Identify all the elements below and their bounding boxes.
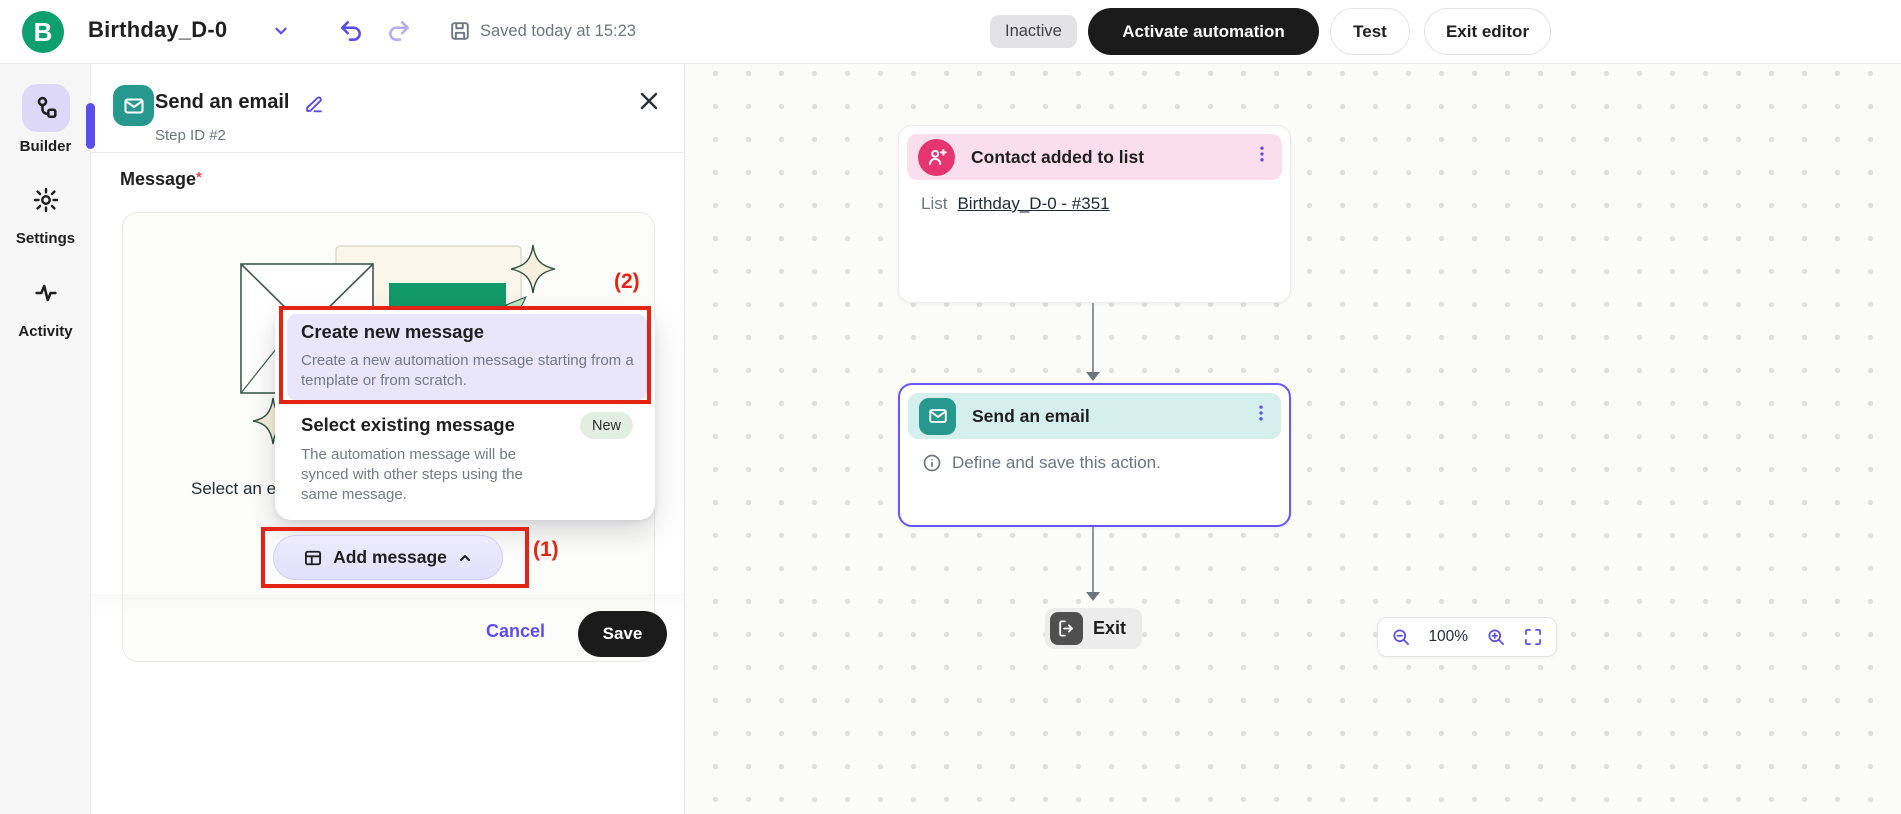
node-contact-added-to-list[interactable]: Contact added to list List Birthday_D-0 … xyxy=(898,125,1291,303)
node-exit[interactable]: Exit xyxy=(1045,608,1142,649)
test-button[interactable]: Test xyxy=(1330,8,1410,55)
menu-item-title: Create new message xyxy=(301,321,485,342)
menu-item-description: Create a new automation message starting… xyxy=(301,352,634,389)
left-nav-rail: Builder Settings Activity xyxy=(0,64,91,814)
zoom-in-icon[interactable] xyxy=(1486,627,1506,647)
workflow-canvas[interactable]: Contact added to list List Birthday_D-0 … xyxy=(685,64,1901,814)
node-header: Send an email xyxy=(908,393,1281,439)
sidebar-item-activity[interactable]: Activity xyxy=(0,269,91,340)
exit-editor-button[interactable]: Exit editor xyxy=(1424,8,1551,55)
step-config-panel: Send an email Step ID #2 Message* Select… xyxy=(91,64,685,814)
fullscreen-icon[interactable] xyxy=(1523,627,1543,647)
connector-arrowhead xyxy=(1086,372,1100,381)
zoom-level: 100% xyxy=(1428,628,1469,645)
logo-letter: B xyxy=(33,16,53,47)
node-hint-text: Define and save this action. xyxy=(952,453,1161,472)
sidebar-item-builder[interactable]: Builder xyxy=(0,84,91,155)
close-icon[interactable] xyxy=(636,88,662,114)
sidebar-item-label: Builder xyxy=(19,138,72,155)
redo-icon[interactable] xyxy=(386,18,412,44)
required-asterisk: * xyxy=(196,169,202,186)
email-icon xyxy=(919,397,956,435)
chevron-up-icon xyxy=(457,550,473,566)
top-bar: B Birthday_D-0 Saved today at 15:23 Inac… xyxy=(0,0,1901,64)
message-field-label: Message* xyxy=(120,169,202,189)
node-title: Contact added to list xyxy=(971,146,1145,167)
zoom-out-icon[interactable] xyxy=(1391,627,1411,647)
kebab-menu-icon[interactable] xyxy=(1251,403,1271,428)
cancel-button[interactable]: Cancel xyxy=(486,621,546,641)
kebab-menu-icon[interactable] xyxy=(1252,144,1272,169)
gear-icon xyxy=(22,176,70,224)
connector-line xyxy=(1092,303,1094,373)
panel-title: Send an email xyxy=(155,91,290,113)
list-prefix: List xyxy=(921,194,948,213)
menu-item-create-new-message[interactable] xyxy=(287,314,647,400)
annotation-label-2: (2) xyxy=(614,270,640,293)
saved-disk-icon xyxy=(449,20,471,42)
builder-workflow-icon xyxy=(21,84,70,132)
node-title: Send an email xyxy=(972,405,1090,426)
panel-divider xyxy=(91,152,684,153)
node-send-an-email[interactable]: Send an email Define and save this actio… xyxy=(898,383,1291,527)
layout-grid-icon xyxy=(303,548,323,568)
menu-item-title: Select existing message xyxy=(301,414,515,435)
footer-fade xyxy=(91,594,684,612)
connector-arrowhead xyxy=(1086,592,1100,601)
node-body: Define and save this action. xyxy=(922,453,1161,473)
list-link[interactable]: Birthday_D-0 - #351 xyxy=(957,194,1110,213)
illustration-caption: Select an e xyxy=(191,479,277,498)
active-nav-indicator xyxy=(86,103,95,149)
sidebar-item-label: Activity xyxy=(18,323,73,340)
brevo-logo: B xyxy=(22,11,64,53)
edit-pencil-icon[interactable] xyxy=(303,93,325,115)
chevron-down-icon[interactable] xyxy=(272,22,290,40)
step-id-text: Step ID #2 xyxy=(155,127,226,144)
add-message-label: Add message xyxy=(333,547,447,567)
exit-label: Exit xyxy=(1093,618,1127,638)
exit-icon xyxy=(1050,612,1083,645)
menu-item-description: The automation message will be synced wi… xyxy=(301,446,523,503)
annotation-label-1: (1) xyxy=(533,538,559,561)
info-icon xyxy=(922,453,942,473)
sidebar-item-settings[interactable]: Settings xyxy=(0,176,91,247)
sidebar-item-label: Settings xyxy=(15,230,76,247)
workflow-title: Birthday_D-0 xyxy=(88,17,228,42)
contact-add-icon xyxy=(918,138,955,176)
activate-automation-button[interactable]: Activate automation xyxy=(1088,8,1319,55)
status-badge: Inactive xyxy=(990,15,1077,48)
add-message-button[interactable]: Add message xyxy=(273,535,503,580)
new-badge: New xyxy=(580,412,634,439)
node-body: List Birthday_D-0 - #351 xyxy=(921,194,1110,214)
node-header: Contact added to list xyxy=(907,134,1282,180)
save-button[interactable]: Save xyxy=(578,611,667,657)
saved-status-text: Saved today at 15:23 xyxy=(480,22,636,40)
zoom-controls: 100% xyxy=(1377,617,1557,657)
activity-pulse-icon xyxy=(22,269,70,317)
add-message-dropdown-menu: Create new message Create a new automati… xyxy=(275,307,655,520)
undo-icon[interactable] xyxy=(338,18,364,44)
connector-line xyxy=(1092,527,1094,593)
email-step-icon xyxy=(113,85,154,126)
